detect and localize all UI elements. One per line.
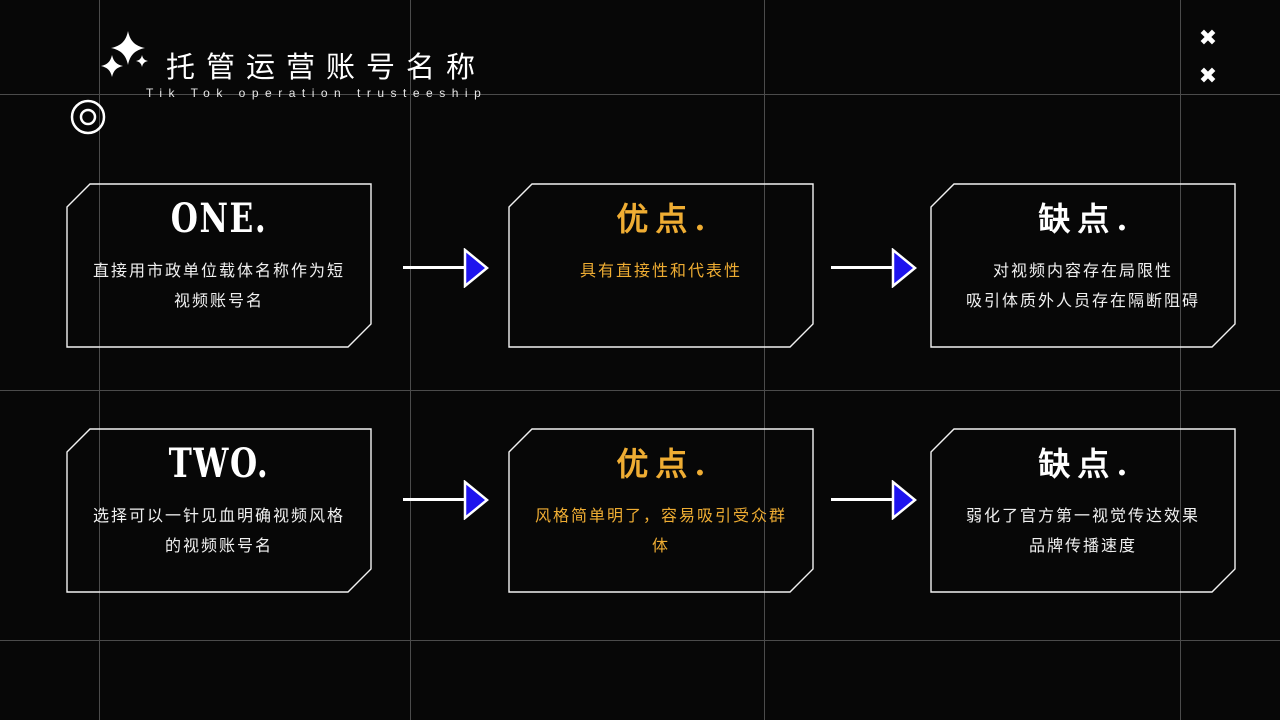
card-body: 风格简单明了，容易吸引受众群 体 [516,502,806,562]
card-body-line: 对视频内容存在局限性 [992,263,1173,280]
card-title: 缺点. [1038,445,1135,483]
flow-arrow-1 [403,248,489,288]
card-body: 弱化了官方第一视觉传达效果 品牌传播速度 [938,502,1228,562]
card-advantage-1: 优点. 具有直接性和代表性 [508,183,814,348]
sparkles-icon [100,28,150,91]
card-body-line: 风格简单明了，容易吸引受众群 [534,508,787,525]
arrow-head-icon [463,480,489,520]
card-two: TWO. 选择可以一针见血明确视频风格 的视频账号名 [66,428,372,593]
card-body: 具有直接性和代表性 [516,257,806,287]
grid-line-horizontal-2 [0,390,1280,391]
card-body-line: 体 [651,538,670,555]
arrow-shaft [403,266,466,269]
arrow-shaft [831,266,894,269]
card-disadvantage-1: 缺点. 对视频内容存在局限性 吸引体质外人员存在隔断阻碍 [930,183,1236,348]
card-body-line: 视频账号名 [173,293,264,310]
flow-arrow-3 [403,480,489,520]
card-body-line: 弱化了官方第一视觉传达效果 [965,508,1200,525]
page-title: 托管运营账号名称 [166,52,487,84]
card-body-line: 具有直接性和代表性 [579,263,742,280]
arrow-shaft [403,498,466,501]
card-disadvantage-2: 缺点. 弱化了官方第一视觉传达效果 品牌传播速度 [930,428,1236,593]
grid-line-horizontal-1 [0,94,1280,95]
card-body-line: 吸引体质外人员存在隔断阻碍 [965,293,1200,310]
arrow-shaft [831,498,894,501]
grid-line-vertical-1 [99,0,100,720]
target-circle-icon [68,97,108,142]
close-icon-top: ✖ [1198,26,1218,51]
arrow-head-icon [891,248,917,288]
card-one: ONE. 直接用市政单位载体名称作为短 视频账号名 [66,183,372,348]
flow-arrow-4 [831,480,917,520]
grid-line-horizontal-3 [0,640,1280,641]
grid-line-vertical-4 [1180,0,1181,720]
card-title: 优点. [616,200,713,238]
arrow-head-icon [891,480,917,520]
page-subtitle: Tik Tok operation trusteeship [146,86,488,100]
card-body: 直接用市政单位载体名称作为短 视频账号名 [74,257,364,317]
card-body-line: 的视频账号名 [164,538,273,555]
grid-line-vertical-3 [764,0,765,720]
card-title: 缺点. [1038,200,1135,238]
card-title: 优点. [616,445,713,483]
card-title: TWO. [168,440,270,487]
flow-arrow-2 [831,248,917,288]
card-body-line: 品牌传播速度 [1028,538,1137,555]
close-icon-bottom: ✖ [1198,64,1218,89]
grid-line-vertical-2 [410,0,411,720]
card-body-line: 选择可以一针见血明确视频风格 [92,508,345,525]
card-body: 对视频内容存在局限性 吸引体质外人员存在隔断阻碍 [938,257,1228,317]
card-advantage-2: 优点. 风格简单明了，容易吸引受众群 体 [508,428,814,593]
card-title: ONE. [170,195,268,242]
card-body-line: 直接用市政单位载体名称作为短 [92,263,345,280]
card-body: 选择可以一针见血明确视频风格 的视频账号名 [74,502,364,562]
arrow-head-icon [463,248,489,288]
